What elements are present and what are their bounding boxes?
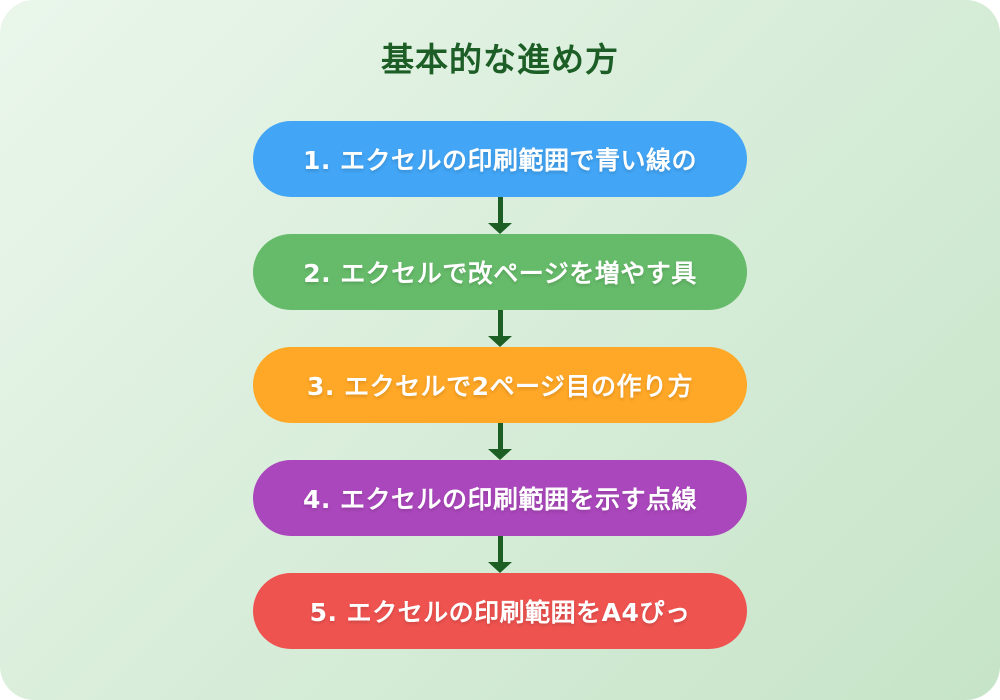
arrow-head: [488, 449, 512, 460]
arrow-head: [488, 562, 512, 573]
arrow-head: [488, 223, 512, 234]
arrow-shaft: [497, 423, 503, 449]
arrow-shaft: [497, 310, 503, 336]
arrow-shaft: [497, 197, 503, 223]
down-arrow-icon: [488, 423, 512, 460]
step-pill-4[interactable]: 4. エクセルの印刷範囲を示す点線: [253, 460, 747, 536]
step-label-5: 5. エクセルの印刷範囲をA4ぴっ: [309, 598, 691, 627]
flow-diagram: 1. エクセルの印刷範囲で青い線の 2. エクセルで改ページを増やす具 3. エ…: [253, 121, 747, 649]
page-title: 基本的な進め方: [381, 40, 619, 79]
down-arrow-icon: [488, 536, 512, 573]
step-pill-3[interactable]: 3. エクセルで2ページ目の作り方: [253, 347, 747, 423]
step-pill-5[interactable]: 5. エクセルの印刷範囲をA4ぴっ: [253, 573, 747, 649]
step-pill-2[interactable]: 2. エクセルで改ページを増やす具: [253, 234, 747, 310]
step-label-1: 1. エクセルの印刷範囲で青い線の: [302, 146, 698, 175]
down-arrow-icon: [488, 197, 512, 234]
arrow-head: [488, 336, 512, 347]
down-arrow-icon: [488, 310, 512, 347]
step-pill-1[interactable]: 1. エクセルの印刷範囲で青い線の: [253, 121, 747, 197]
step-label-4: 4. エクセルの印刷範囲を示す点線: [302, 485, 698, 514]
step-label-3: 3. エクセルで2ページ目の作り方: [307, 372, 693, 401]
arrow-shaft: [497, 536, 503, 562]
step-label-2: 2. エクセルで改ページを増やす具: [303, 259, 697, 288]
